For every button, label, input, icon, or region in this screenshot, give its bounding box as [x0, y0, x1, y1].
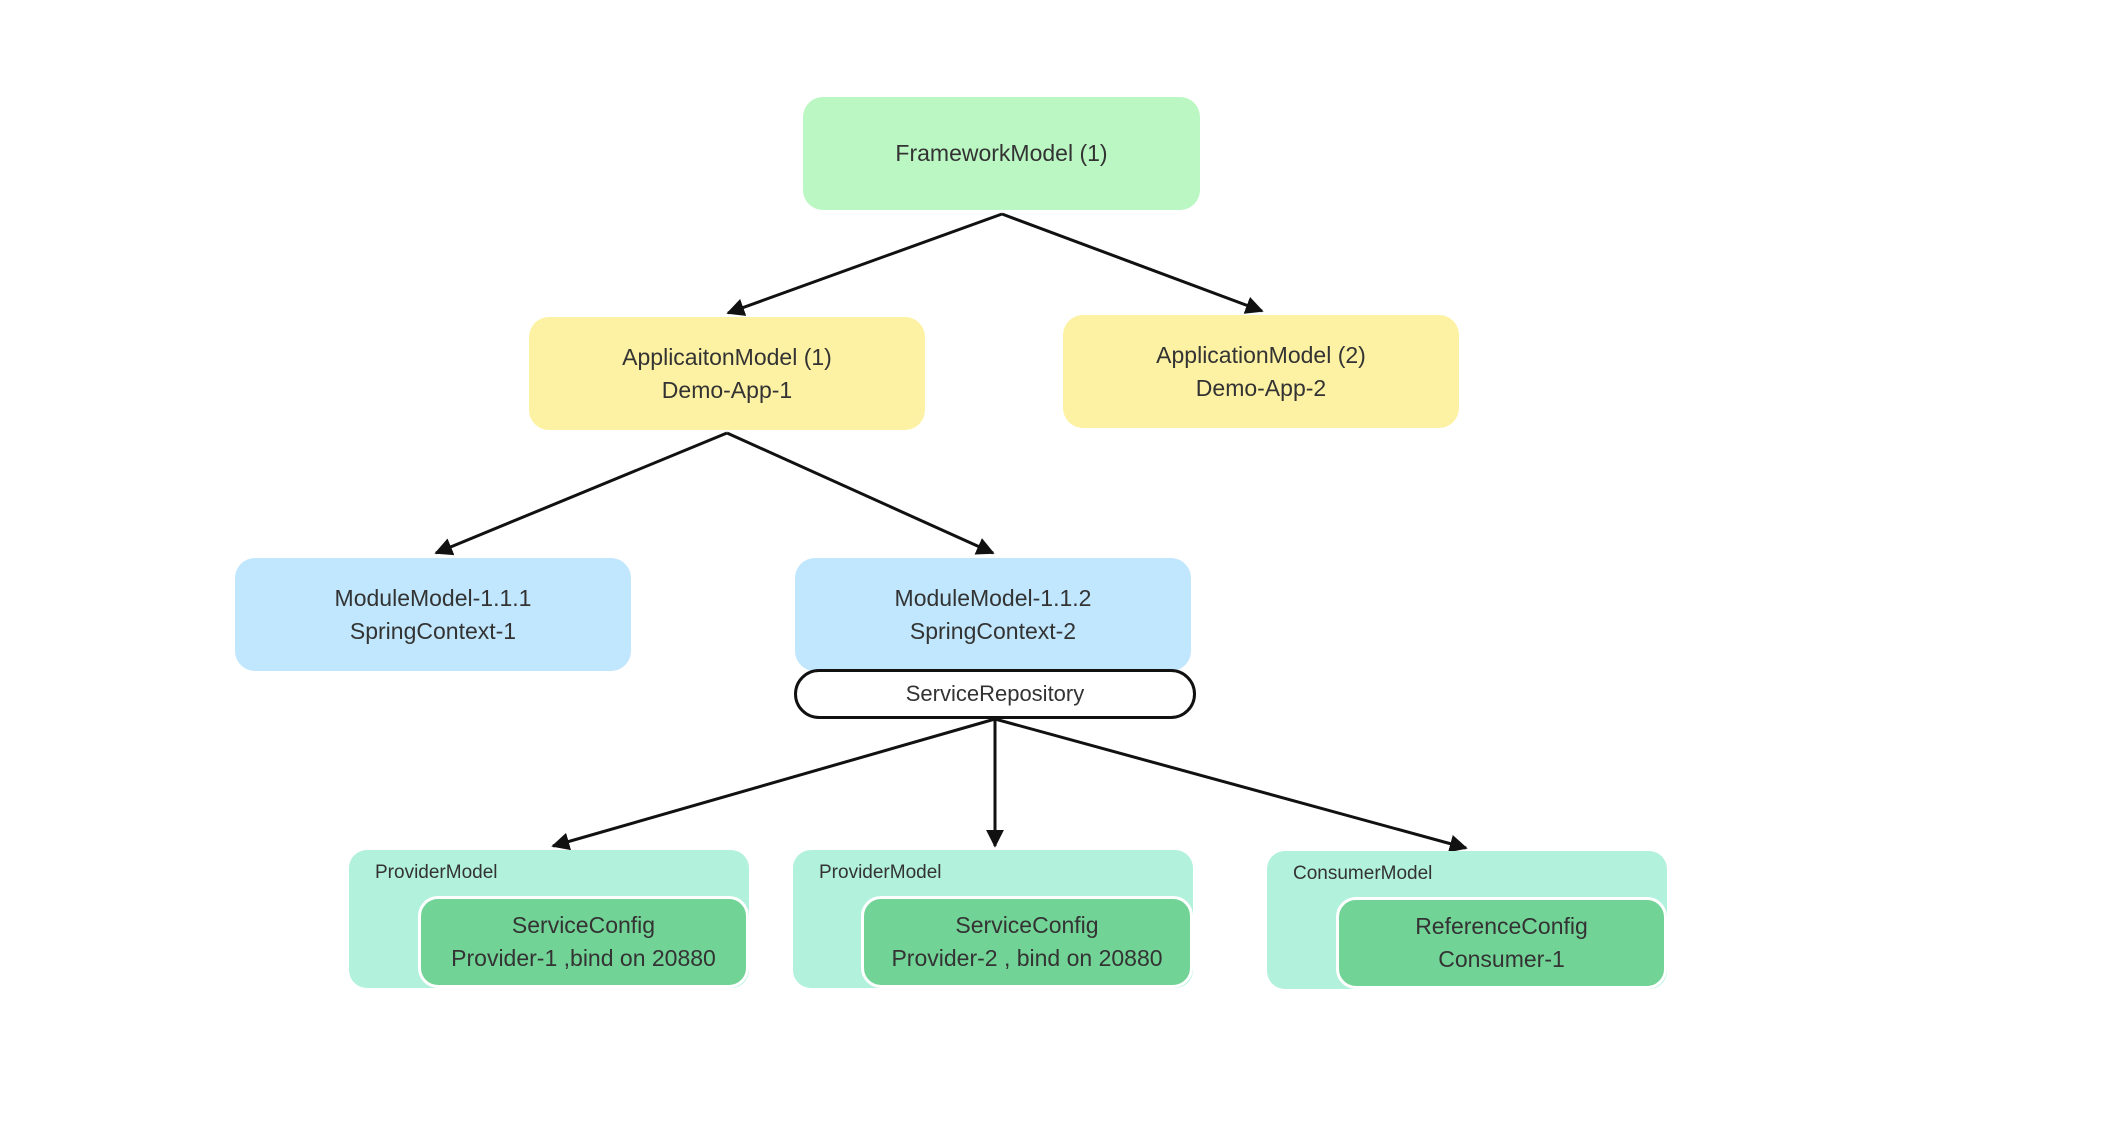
- consumer-model-1-node: ConsumerModel ReferenceConfig Consumer-1: [1267, 851, 1667, 989]
- edge-app-1-to-module-1: [434, 431, 728, 556]
- provider-model-1-label: ProviderModel: [375, 862, 498, 883]
- reference-config-1-title: ReferenceConfig: [1415, 913, 1588, 939]
- edge-framework-to-app-1: [726, 212, 1003, 316]
- application-model-1-node: ApplicaitonModel (1) Demo-App-1: [529, 317, 925, 430]
- application-model-2-node: ApplicationModel (2) Demo-App-2: [1063, 315, 1459, 428]
- provider-model-2-label: ProviderModel: [819, 862, 942, 883]
- module-model-1-node: ModuleModel-1.1.1 SpringContext-1: [235, 558, 631, 671]
- service-repository-label: ServiceRepository: [905, 681, 1085, 706]
- service-repository-node: ServiceRepository: [794, 669, 1196, 719]
- module-model-2-node: ModuleModel-1.1.2 SpringContext-2: [795, 558, 1191, 671]
- application-model-2-title: ApplicationModel (2): [1156, 341, 1366, 368]
- service-config-2-node: ServiceConfig Provider-2 , bind on 20880: [861, 896, 1193, 988]
- reference-config-1-node: ReferenceConfig Consumer-1: [1336, 897, 1667, 989]
- service-config-1-title: ServiceConfig: [511, 912, 656, 938]
- reference-config-1-detail: Consumer-1: [1438, 946, 1565, 972]
- service-config-1-node: ServiceConfig Provider-1 ,bind on 20880: [418, 896, 749, 988]
- application-model-1-title: ApplicaitonModel (1): [622, 343, 832, 370]
- provider-model-1-node: ProviderModel ServiceConfig Provider-1 ,…: [349, 850, 749, 988]
- framework-model-node: FrameworkModel (1): [803, 97, 1200, 210]
- module-model-1-subtitle: SpringContext-1: [349, 617, 517, 644]
- edge-framework-to-app-2: [1001, 212, 1264, 314]
- application-model-1-subtitle: Demo-App-1: [661, 376, 793, 403]
- edge-repository-to-consumer-1: [994, 717, 1468, 853]
- service-config-2-detail: Provider-2 , bind on 20880: [891, 945, 1163, 971]
- application-model-2-subtitle: Demo-App-2: [1195, 374, 1327, 401]
- service-config-1-detail: Provider-1 ,bind on 20880: [451, 945, 716, 971]
- provider-model-2-node: ProviderModel ServiceConfig Provider-2 ,…: [793, 850, 1193, 988]
- consumer-model-1-label: ConsumerModel: [1293, 863, 1433, 884]
- framework-model-title: FrameworkModel (1): [895, 140, 1108, 166]
- module-model-2-title: ModuleModel-1.1.2: [894, 584, 1092, 611]
- service-config-2-title: ServiceConfig: [955, 912, 1099, 938]
- edge-app-1-to-module-2: [726, 431, 995, 555]
- module-model-2-subtitle: SpringContext-2: [909, 617, 1077, 644]
- edge-repository-to-provider-1: [551, 717, 996, 851]
- module-model-1-title: ModuleModel-1.1.1: [334, 584, 532, 611]
